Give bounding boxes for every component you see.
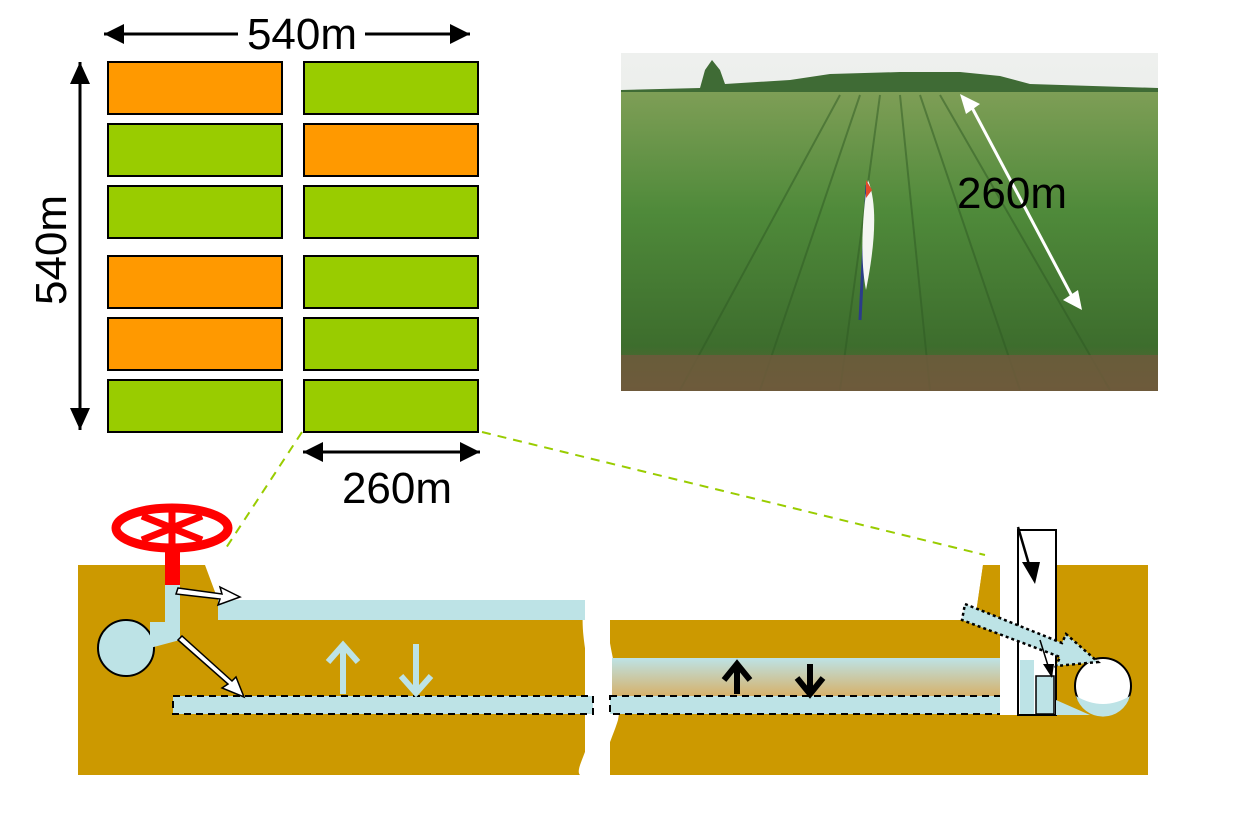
field-plot-orange	[108, 62, 282, 114]
field-plot-green	[108, 124, 282, 176]
field-plot-orange	[108, 256, 282, 308]
field-plot-green	[108, 186, 282, 238]
field-width-dimension: 260m	[303, 442, 480, 513]
cross-section	[78, 508, 1148, 775]
field-plot-green	[304, 380, 478, 432]
field-plot-orange	[108, 318, 282, 370]
zoom-line-right	[482, 432, 985, 555]
field-grid	[108, 62, 478, 432]
field-plot-green	[304, 318, 478, 370]
left-dimension-label: 540m	[27, 195, 76, 305]
field-plot-green	[304, 256, 478, 308]
field-photo: 260m	[621, 53, 1158, 391]
left-dimension: 540m	[27, 62, 90, 430]
zoom-line-left	[226, 432, 302, 548]
field-plot-orange	[304, 124, 478, 176]
photo-dimension-label: 260m	[957, 169, 1067, 218]
drain-pipe-icon	[1075, 658, 1131, 717]
top-dimension-label: 540m	[247, 10, 357, 59]
supply-pipe-icon	[98, 620, 154, 676]
field-plot-green	[108, 380, 282, 432]
field-plot-green	[304, 62, 478, 114]
valve-wheel-icon[interactable]	[116, 508, 228, 548]
field-width-label: 260m	[342, 464, 452, 513]
top-dimension: 540m	[104, 10, 470, 59]
field-plot-green	[304, 186, 478, 238]
